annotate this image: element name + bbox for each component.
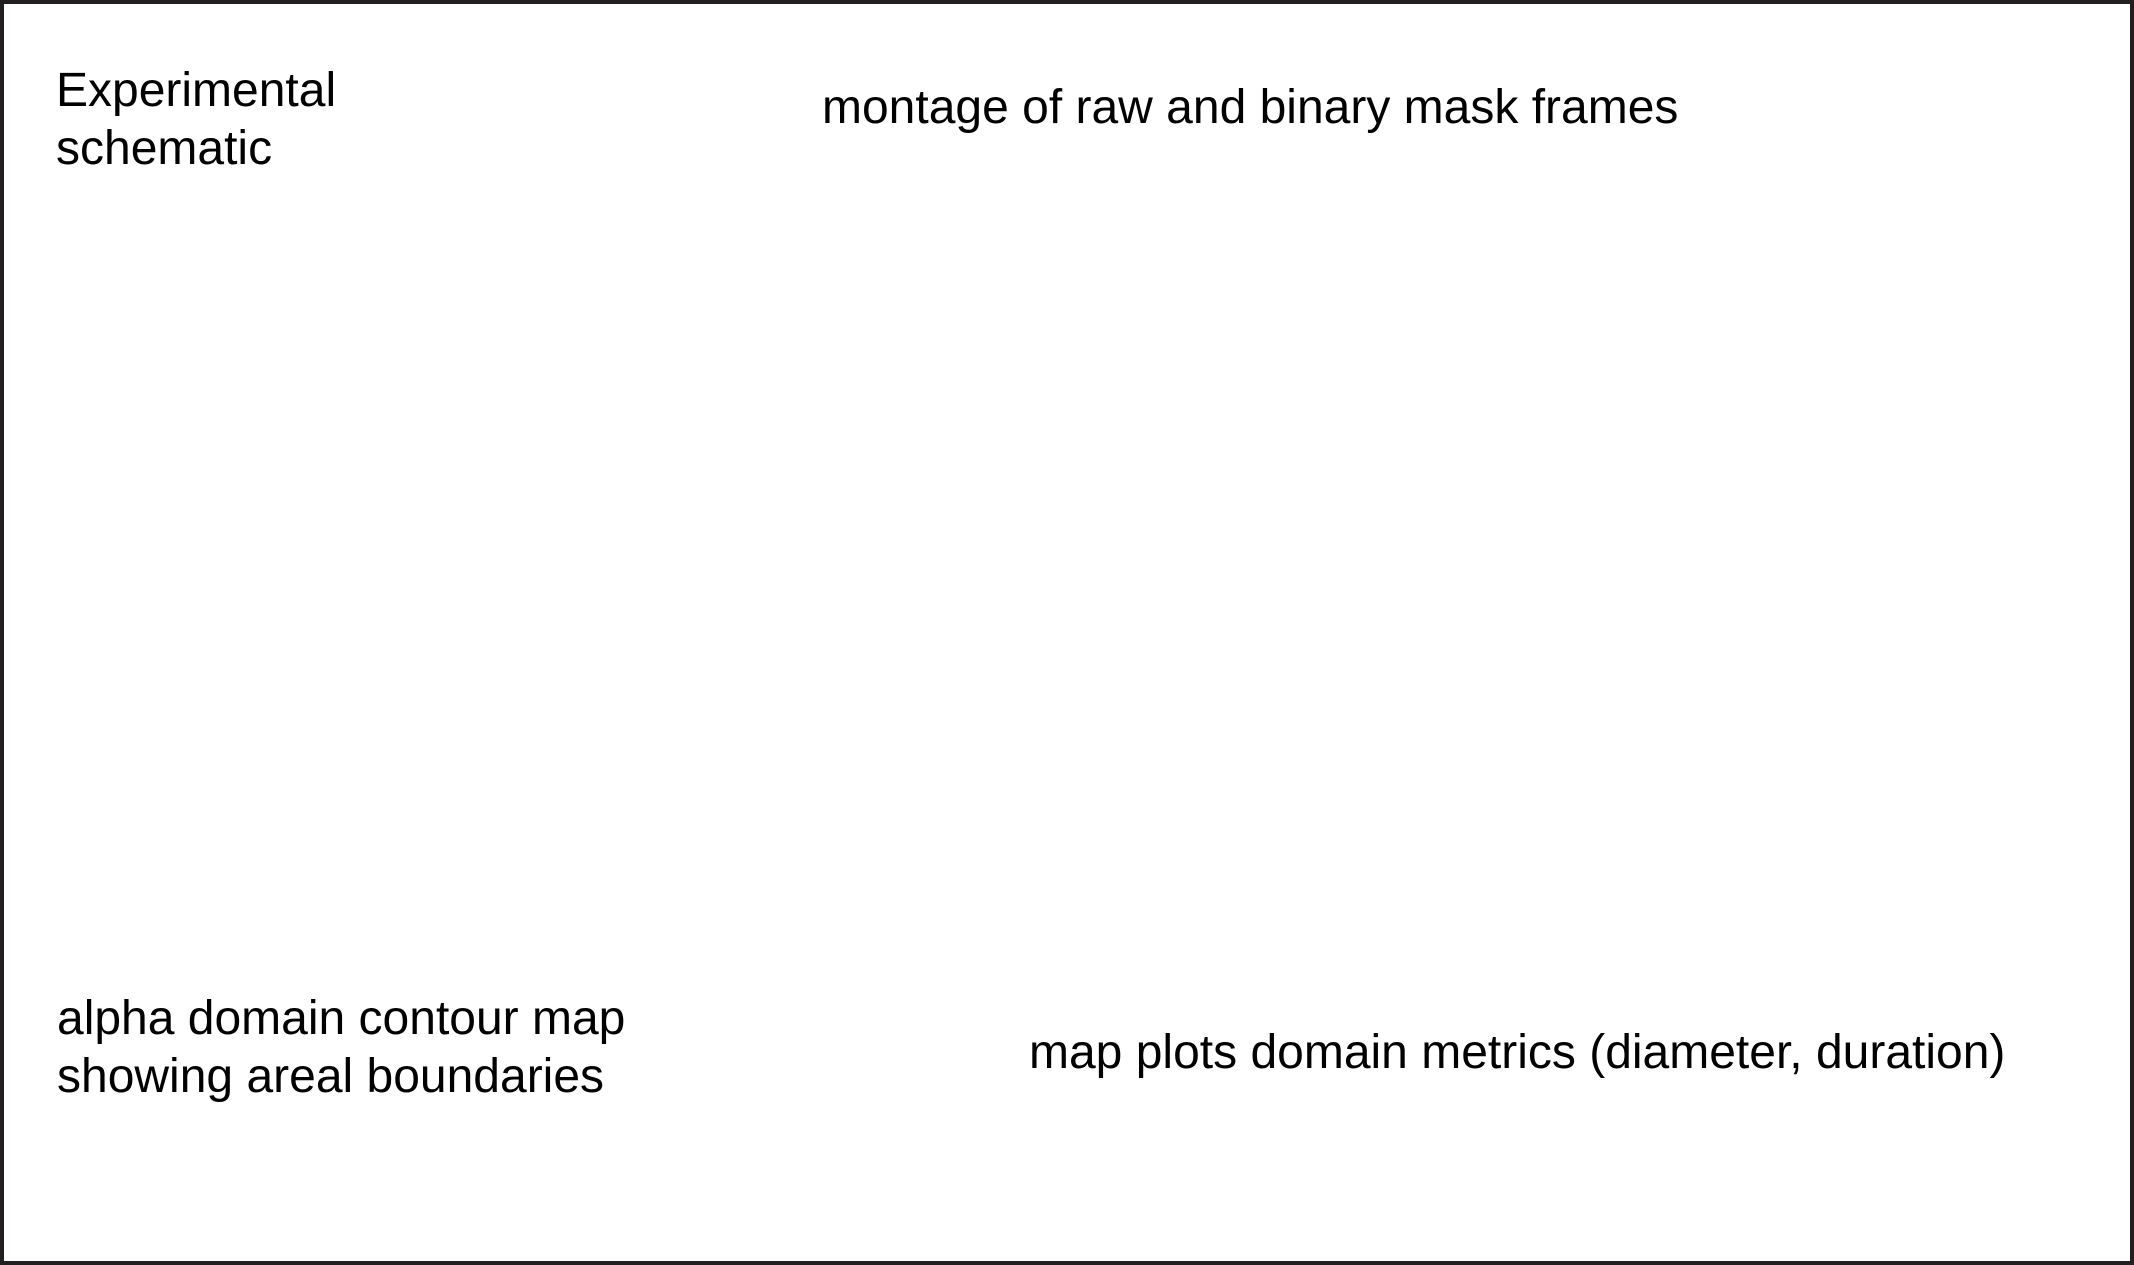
montage-frames-label: montage of raw and binary mask frames	[822, 81, 1679, 134]
map-domain-metrics-label: map plots domain metrics (diameter, dura…	[1029, 1026, 2006, 1079]
alpha-domain-contour-map-label: alpha domain contour map showing areal b…	[57, 992, 626, 1103]
experimental-schematic-label: Experimental schematic	[56, 64, 337, 175]
